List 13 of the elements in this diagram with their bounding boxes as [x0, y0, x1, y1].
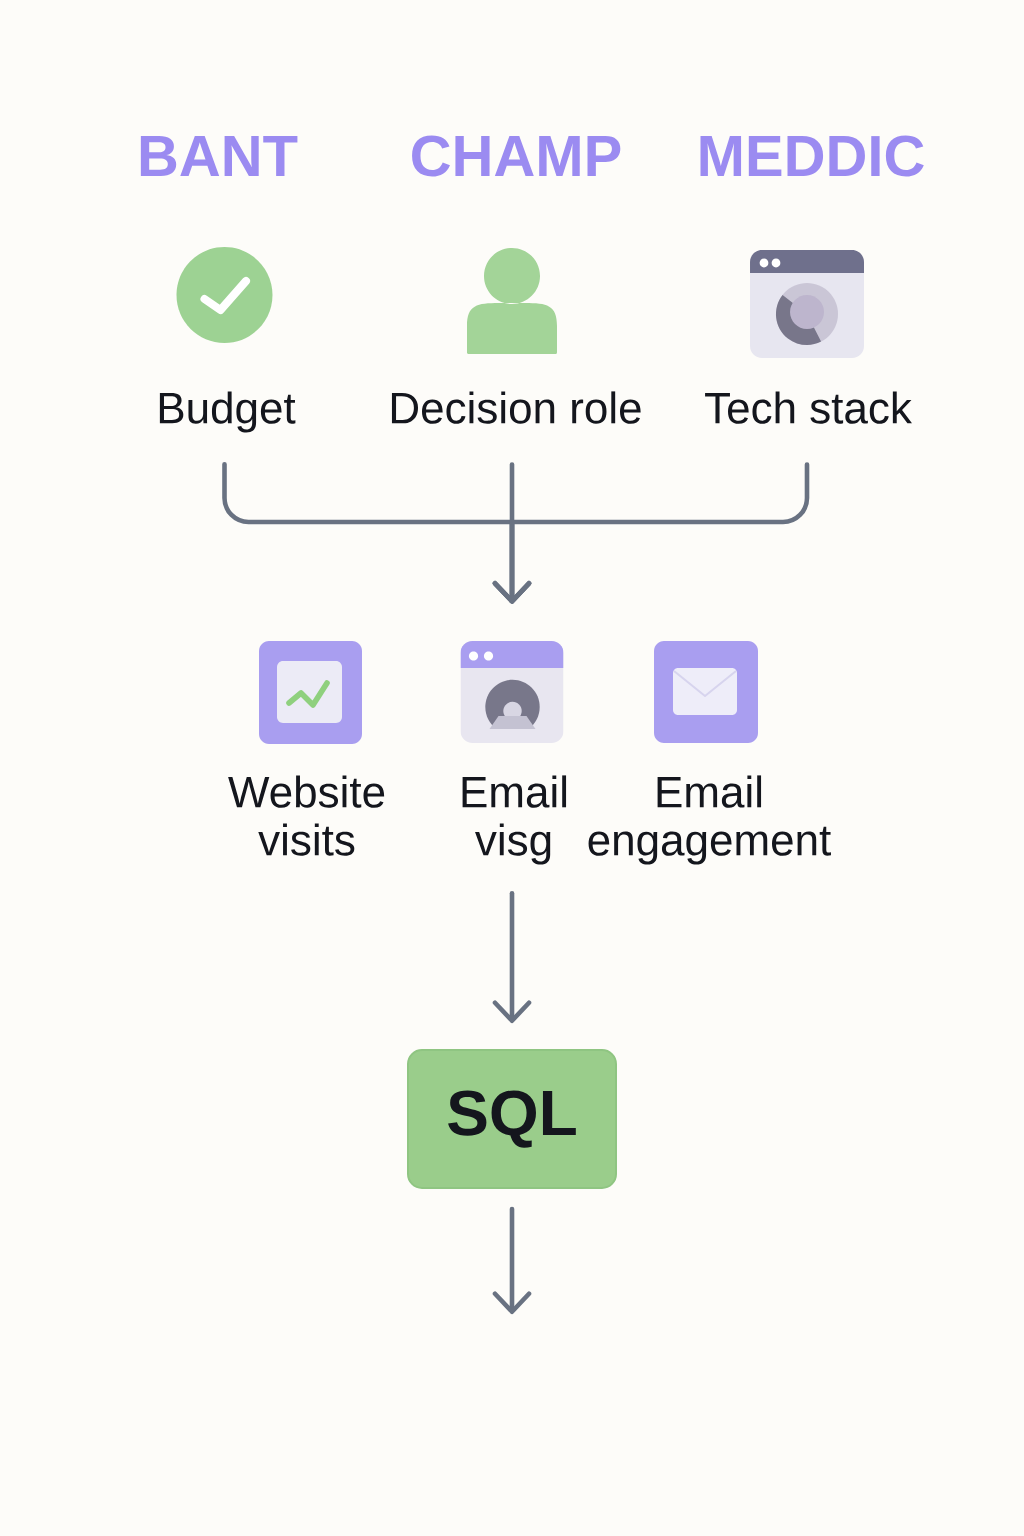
- node-label: Tech stack: [705, 391, 912, 424]
- node-label: Email visg: [462, 775, 567, 865]
- arrow: [492, 462, 810, 604]
- stage-box: SQL: [407, 1049, 617, 1189]
- column-heading: MEDDIC: [700, 135, 924, 177]
- node-label: Email engagement: [588, 775, 831, 865]
- arrow: [492, 1206, 532, 1314]
- node-label: Budget: [159, 391, 296, 433]
- column-heading: BANT: [140, 136, 298, 176]
- arrow: [492, 890, 532, 1023]
- node-label: Website visits: [228, 775, 385, 856]
- node-label: Decision role: [391, 391, 641, 424]
- column-heading: CHAMP: [412, 135, 621, 177]
